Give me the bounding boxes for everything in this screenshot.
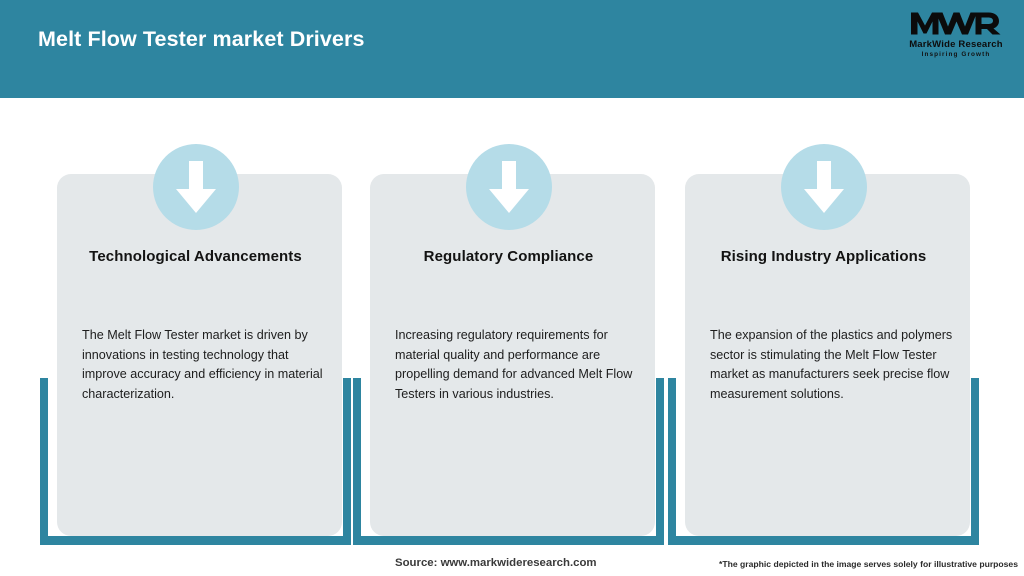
logo-name: MarkWide Research (909, 39, 1003, 50)
card-title: Rising Industry Applications (720, 248, 927, 265)
card-panel (57, 174, 342, 536)
down-arrow-icon (175, 161, 216, 213)
card-title: Regulatory Compliance (423, 248, 594, 265)
page-title: Melt Flow Tester market Drivers (38, 27, 365, 51)
driver-card-1: Technological Advancements The Melt Flow… (40, 98, 351, 546)
card-badge (465, 144, 552, 230)
disclaimer-label: *The graphic depicted in the image serve… (719, 559, 1018, 569)
card-body: Increasing regulatory requirements for m… (395, 328, 633, 401)
driver-card-3: Rising Industry Applications The expansi… (668, 98, 979, 546)
card-panel (370, 174, 655, 536)
logo: MarkWide Research Inspiring Growth (902, 8, 1010, 64)
driver-card-2: Regulatory Compliance Increasing regulat… (353, 98, 664, 546)
mwr-logo-icon (911, 12, 1001, 35)
down-arrow-icon (803, 161, 844, 213)
card-badge (780, 144, 867, 230)
source-label: Source: www.markwideresearch.com (395, 557, 597, 569)
card-panel (685, 174, 970, 536)
down-arrow-icon (488, 161, 529, 213)
card-title: Technological Advancements (89, 248, 302, 265)
logo-tagline: Inspiring Growth (921, 51, 991, 58)
drivers-cards-area: Technological Advancements The Melt Flow… (0, 98, 1024, 576)
card-body: The Melt Flow Tester market is driven by… (82, 328, 323, 401)
page-header: Melt Flow Tester market Drivers MarkWide… (0, 0, 1024, 98)
card-body: The expansion of the plastics and polyme… (710, 328, 953, 401)
card-badge (152, 144, 239, 230)
